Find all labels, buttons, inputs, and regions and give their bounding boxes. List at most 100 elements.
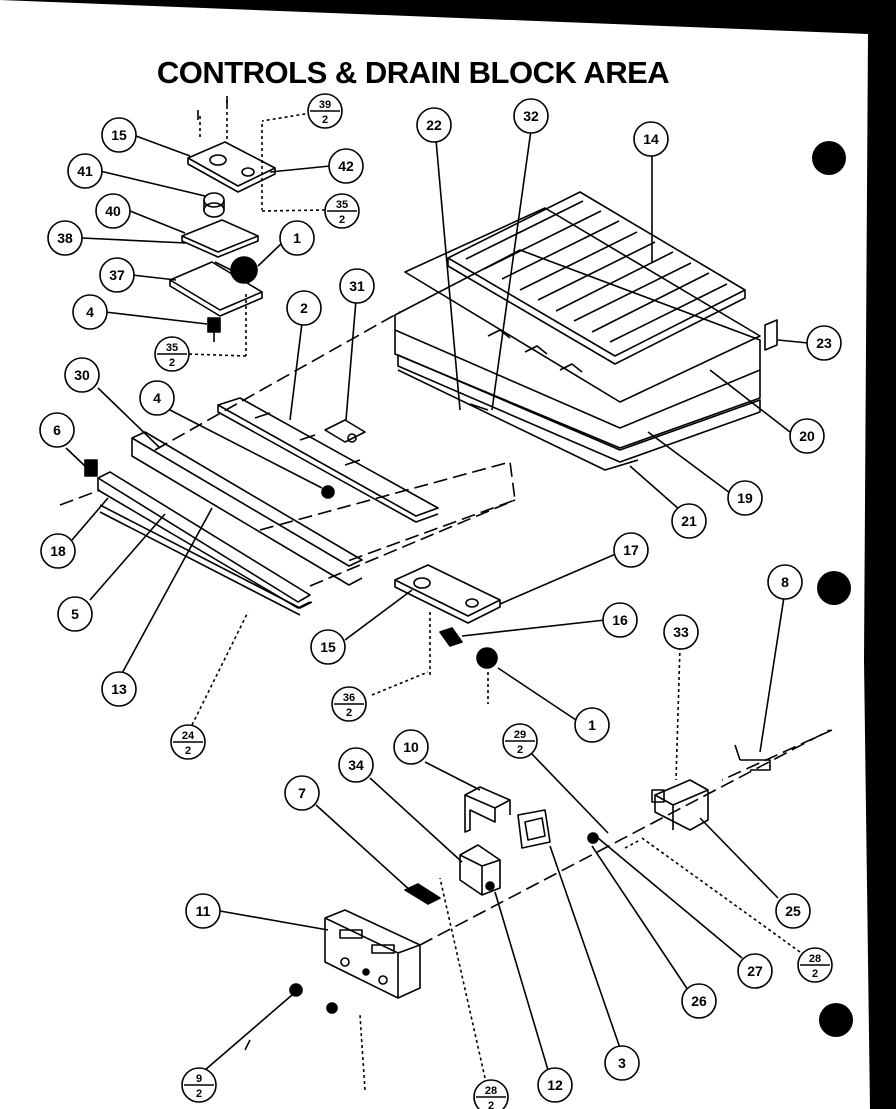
- bracket-37: [169, 261, 263, 317]
- leader-4a: [104, 311, 208, 325]
- callout-label: 41: [77, 163, 93, 179]
- fraction-callout-f24: 242: [170, 724, 206, 760]
- fraction-denominator: 2: [812, 968, 818, 980]
- leader-10: [424, 761, 481, 791]
- clip-23: [764, 319, 778, 351]
- leader-15a: [135, 135, 191, 157]
- callout-c37: 37: [99, 257, 135, 293]
- leader-34: [369, 777, 463, 863]
- callout-circle: [185, 893, 221, 929]
- callout-label: 40: [105, 203, 121, 219]
- callout-label: 13: [111, 681, 127, 697]
- callout-circle: [139, 380, 175, 416]
- fraction-numerator: 36: [343, 692, 355, 704]
- fraction-callout-f35a: 352: [324, 193, 360, 229]
- fraction-denominator: 2: [488, 1100, 494, 1109]
- fraction-denominator: 2: [196, 1088, 202, 1100]
- leader-20: [709, 369, 791, 433]
- base-21: [397, 369, 639, 471]
- leader-17: [499, 552, 619, 605]
- leader-1b: [497, 667, 577, 721]
- callout-circle: [284, 775, 320, 811]
- callout-label: 38: [57, 230, 73, 246]
- callout-label: 5: [71, 606, 79, 622]
- bracket-6: [84, 459, 98, 477]
- callout-c6: 6: [39, 412, 75, 448]
- callout-c31: 31: [339, 268, 375, 304]
- leader-39: [261, 110, 324, 122]
- leader-5: [89, 513, 166, 601]
- callout-circle: [513, 98, 549, 134]
- leader-2: [289, 322, 303, 421]
- screw-4: [207, 317, 221, 342]
- clip-7: [404, 883, 441, 905]
- leader-1a: [257, 241, 284, 267]
- fraction-callout-f28a: 282: [797, 947, 833, 983]
- callout-label: 17: [623, 542, 639, 558]
- callout-label: 6: [53, 422, 61, 438]
- callout-c33: 33: [663, 614, 699, 650]
- housing-34: [459, 844, 501, 896]
- fraction-callout-f28b: 282: [473, 1079, 509, 1109]
- assembly-axis-mid: [59, 461, 516, 563]
- callout-circle: [279, 220, 315, 256]
- callout-c17: 17: [613, 532, 649, 568]
- control-knob-41: [203, 192, 225, 218]
- callout-c2: 2: [286, 290, 322, 326]
- callout-c4b: 4: [139, 380, 175, 416]
- leader-3: [549, 845, 621, 1049]
- binder-hole-bottom: [819, 1003, 853, 1037]
- fraction-denominator: 2: [322, 114, 328, 126]
- callout-label: 30: [74, 367, 90, 383]
- binder-hole-top: [812, 141, 846, 175]
- leader-25: [699, 817, 779, 899]
- leader-35a: [261, 209, 326, 212]
- rail-30: [131, 431, 363, 586]
- callout-label: 3: [618, 1055, 626, 1071]
- callout-c10: 10: [393, 729, 429, 765]
- leader-15b: [344, 589, 413, 641]
- callout-label: 7: [298, 785, 306, 801]
- leader-18: [71, 497, 109, 541]
- callout-c32: 32: [513, 98, 549, 134]
- callout-c12: 12: [537, 1067, 573, 1103]
- callout-c41: 41: [67, 153, 103, 189]
- dash-left-screw: [244, 1039, 251, 1051]
- callout-label: 1: [588, 717, 596, 733]
- leader-38: [81, 237, 187, 244]
- callout-c22: 22: [416, 107, 452, 143]
- leader-28b: [439, 877, 486, 1079]
- callout-circle: [727, 480, 763, 516]
- drain-block-25: [651, 779, 709, 831]
- leader-32: [469, 129, 532, 411]
- fraction-denominator: 2: [339, 214, 345, 226]
- callout-label: 12: [547, 1077, 563, 1093]
- leader-11: [219, 910, 329, 931]
- callout-label: 32: [523, 108, 539, 124]
- fraction-denominator: 2: [346, 707, 352, 719]
- leader-4b: [169, 409, 323, 489]
- callout-circle: [574, 707, 610, 743]
- callout-c19: 19: [727, 480, 763, 516]
- callout-circle: [681, 983, 717, 1019]
- callout-circle: [310, 629, 346, 665]
- thermostat-1b: [476, 647, 498, 669]
- callout-circle: [604, 1045, 640, 1081]
- callout-circle: [339, 268, 375, 304]
- callout-label: 42: [338, 158, 354, 174]
- axis-rail-bottom: [309, 499, 516, 587]
- callout-c16: 16: [602, 602, 638, 638]
- callout-circle: [737, 953, 773, 989]
- leader-41: [99, 170, 206, 197]
- leader-27: [597, 837, 743, 959]
- callout-label: 23: [816, 335, 832, 351]
- leader-22: [435, 139, 461, 411]
- mounting-clip-31: [324, 419, 366, 443]
- callout-circle: [602, 602, 638, 638]
- callout-label: 33: [673, 624, 689, 640]
- leader-19: [647, 431, 731, 494]
- callout-circle: [286, 290, 322, 326]
- callout-label: 8: [781, 574, 789, 590]
